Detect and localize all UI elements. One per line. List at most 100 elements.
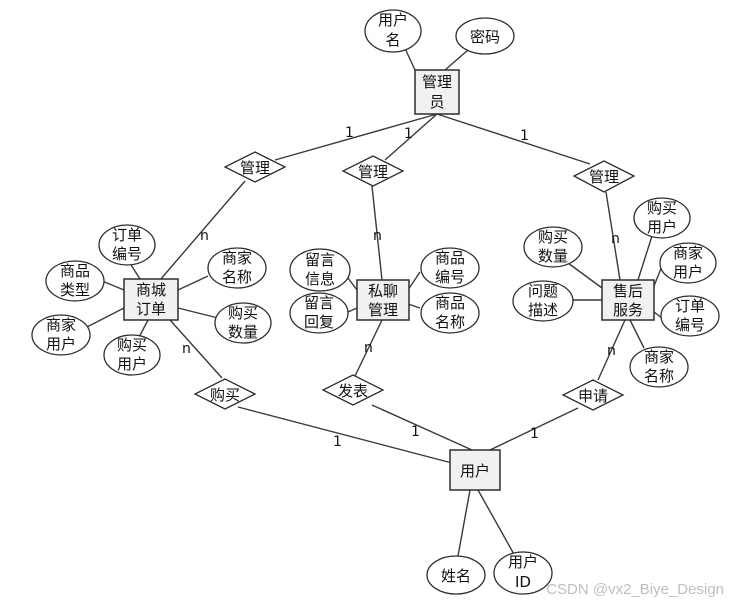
entity-admin-line2: 员: [429, 93, 444, 111]
line-order-quantity: [177, 307, 219, 319]
entity-chat: 私聊 管理: [356, 279, 410, 321]
attribute-user-id: 用户 ID: [493, 551, 553, 595]
attribute-as-merchant-name-line1: 商家: [644, 348, 674, 366]
cardinality-user-publish: 1: [411, 424, 420, 440]
attribute-as-order-no-line2: 编号: [675, 316, 705, 334]
line-manage-order: [159, 180, 246, 281]
line-admin-manage-aftersale: [436, 113, 591, 165]
line-chat-publish: [354, 319, 383, 377]
attribute-as-merchant-user-line2: 用户: [673, 263, 703, 281]
attribute-as-order-no: 订单 编号: [660, 295, 720, 337]
line-as-buyer: [637, 235, 653, 281]
entity-after-sale-line1: 售后: [613, 282, 643, 300]
attribute-chat-goods-name-line2: 名称: [435, 313, 465, 331]
relationship-manage-chat-label: 管理: [358, 163, 388, 181]
attribute-order-buyer-line2: 用户: [117, 355, 147, 373]
attribute-chat-goods-no-line1: 商品: [435, 249, 465, 267]
entity-chat-line1: 私聊: [368, 282, 398, 300]
line-user-id: [477, 489, 516, 557]
entity-admin: 管理 员: [414, 69, 460, 115]
line-order-buy: [169, 319, 223, 379]
line-order-merchant-name: [177, 275, 209, 291]
attribute-chat-goods-name-line1: 商品: [435, 294, 465, 312]
line-chat-goods-no: [407, 271, 421, 291]
attribute-order-no-line2: 编号: [112, 245, 142, 263]
relationship-manage-order: 管理: [223, 151, 287, 183]
attribute-as-order-no-line1: 订单: [675, 297, 705, 315]
attribute-user-id-line1: 用户: [508, 553, 538, 571]
attribute-order-merchant-name-line2: 名称: [222, 268, 252, 286]
entity-after-sale-line2: 服务: [613, 301, 643, 319]
line-apply-user: [489, 407, 579, 451]
watermark-text: CSDN @vx2_Biye_Design: [546, 581, 724, 598]
cardinality-user-apply: 1: [530, 426, 539, 442]
attribute-order-quantity: 购买 数量: [214, 302, 272, 344]
attribute-as-problem-line2: 描述: [528, 301, 558, 319]
entity-after-sale: 售后 服务: [601, 279, 655, 321]
line-aftersale-apply: [597, 319, 626, 381]
attribute-as-buyer-line2: 用户: [647, 218, 677, 236]
line-user-name: [457, 489, 471, 557]
entity-chat-line2: 管理: [368, 301, 398, 319]
attribute-chat-reply-line2: 回复: [304, 313, 334, 331]
line-publish-user: [371, 404, 473, 451]
line-as-quantity: [567, 262, 603, 289]
relationship-apply-label: 申请: [578, 387, 608, 405]
attribute-order-merchant-user-line2: 用户: [46, 335, 76, 353]
attribute-as-problem: 问题 描述: [512, 280, 574, 322]
attribute-admin-password-line1: 密码: [470, 28, 500, 46]
entity-user-line1: 用户: [460, 462, 490, 480]
cardinality-aftersale-apply: n: [607, 343, 616, 359]
line-chat-goods-name: [407, 303, 421, 309]
attribute-user-id-line2: ID: [515, 573, 531, 591]
cardinality-order-buy: n: [182, 341, 191, 357]
attribute-order-quantity-line2: 数量: [228, 323, 258, 341]
attribute-chat-goods-no-line2: 编号: [435, 268, 465, 286]
attribute-order-merchant-user-line1: 商家: [46, 316, 76, 334]
attribute-as-merchant-user: 商家 用户: [659, 242, 717, 284]
cardinality-chat-publish: n: [364, 340, 373, 356]
attribute-as-merchant-name: 商家 名称: [629, 346, 689, 388]
attribute-order-buyer-line1: 购买: [117, 336, 147, 354]
relationship-manage-aftersale: 管理: [572, 160, 636, 193]
attribute-order-goods-type-line1: 商品: [60, 262, 90, 280]
attribute-order-no: 订单 编号: [98, 224, 156, 266]
line-chat-message: [347, 277, 358, 291]
line-buy-user: [237, 406, 453, 464]
attribute-order-goods-type-line2: 类型: [60, 281, 90, 299]
attribute-chat-message: 留言 信息: [289, 248, 351, 292]
line-manage-chat: [371, 185, 383, 281]
relationship-publish: 发表: [321, 374, 385, 406]
entity-order-line1: 商城: [136, 281, 166, 299]
attribute-admin-username: 用户 名: [364, 9, 422, 53]
attribute-admin-username-line2: 名: [385, 31, 400, 49]
attribute-user-name-line1: 姓名: [441, 567, 471, 585]
relationship-buy-label: 购买: [210, 386, 240, 404]
relationship-manage-chat: 管理: [341, 155, 405, 187]
line-admin-password: [444, 49, 469, 71]
attribute-as-buyer: 购买 用户: [633, 197, 691, 239]
relationship-buy: 购买: [193, 378, 257, 410]
cardinality-labels: 1 1 1 n n n n n n 1 1 1: [182, 125, 620, 450]
line-chat-reply: [347, 307, 358, 313]
attribute-order-buyer: 购买 用户: [103, 334, 161, 376]
cardinality-admin-chat: 1: [404, 126, 413, 142]
cardinality-aftersale-manage: n: [611, 231, 620, 247]
attribute-as-merchant-name-line2: 名称: [644, 367, 674, 385]
attribute-chat-reply: 留言 回复: [289, 292, 349, 334]
line-admin-manage-order: [274, 113, 438, 161]
relationship-manage-aftersale-label: 管理: [589, 168, 619, 186]
attribute-order-quantity-line1: 购买: [228, 304, 258, 322]
attribute-as-merchant-user-line1: 商家: [673, 244, 703, 262]
attribute-user-name: 姓名: [426, 555, 486, 595]
attribute-order-goods-type: 商品 类型: [45, 260, 105, 302]
line-admin-manage-chat: [384, 113, 438, 161]
attribute-as-problem-line1: 问题: [528, 282, 558, 300]
line-as-merchant-name: [629, 319, 645, 349]
attribute-order-merchant-name-line1: 商家: [222, 249, 252, 267]
relationship-apply: 申请: [561, 379, 625, 411]
attribute-chat-message-line2: 信息: [305, 270, 335, 288]
attribute-order-merchant-name: 商家 名称: [207, 247, 267, 289]
cardinality-user-buy: 1: [333, 434, 342, 450]
